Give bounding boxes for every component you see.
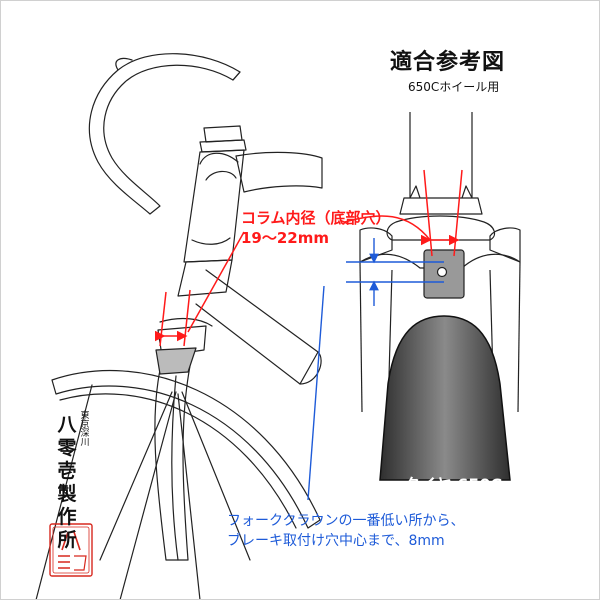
diagram-title: 適合参考図 (390, 50, 506, 75)
head-tube (183, 149, 245, 263)
crown-to-hole-dimension (307, 238, 444, 501)
maker-name: 八零壱製作所 (57, 414, 77, 551)
maker-seal-stamp (49, 523, 93, 577)
column-label-line1: コラム内径（底部穴） (241, 209, 391, 227)
diagram-subtitle: 650Cホイール用 (408, 80, 500, 94)
fork-blade-right (517, 261, 521, 413)
drop-handlebar (88, 53, 241, 215)
down-tube (195, 269, 319, 385)
crown-race (399, 197, 483, 215)
detail-column-marker (339, 169, 463, 257)
crown-note-line2: ブレーキ取付け穴中心まで、8mm (227, 533, 445, 549)
tire-label: タイヤ 650C (404, 475, 503, 494)
fork-blade-left (359, 261, 363, 413)
fork-legs (154, 365, 191, 561)
crown-note-line1: フォーククラウンの一番低い所から、 (227, 513, 465, 529)
bike-column-marker (155, 231, 245, 347)
tire-650c (379, 315, 511, 481)
headset (203, 125, 243, 143)
column-label-line2: 19〜22mm (241, 229, 330, 247)
front-wheel-rim (51, 369, 321, 529)
stem (235, 151, 323, 193)
maker-location: 東京深川 (80, 411, 90, 448)
